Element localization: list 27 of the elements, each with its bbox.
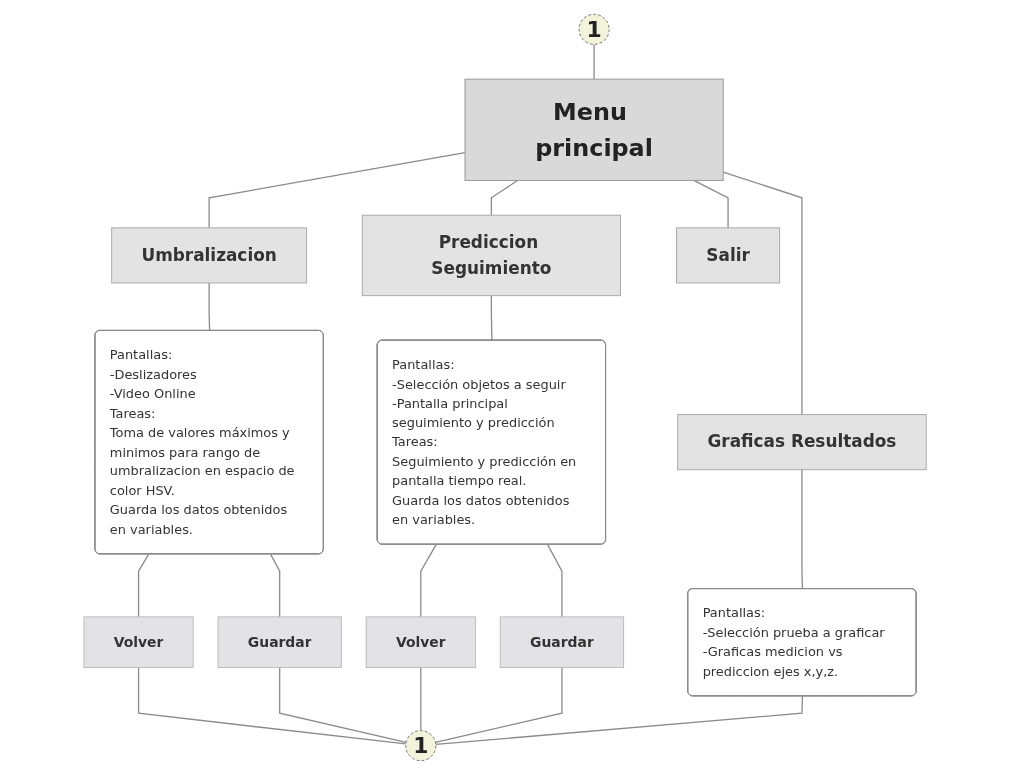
connector <box>208 282 211 332</box>
connector <box>270 553 281 618</box>
node-box: Guardar <box>217 616 343 669</box>
connector <box>547 544 563 618</box>
connector <box>722 171 803 416</box>
connector <box>420 666 422 732</box>
connector <box>208 151 467 229</box>
node-circle: 1 <box>405 730 437 762</box>
connector <box>279 666 408 743</box>
node-box: Umbralizacion <box>111 227 308 284</box>
node-box: Guardar <box>500 616 625 669</box>
connector <box>801 469 804 590</box>
node-circle: 1 <box>578 13 611 45</box>
connector <box>491 179 519 216</box>
connector <box>593 43 596 80</box>
node-box: Salir <box>676 227 781 284</box>
node-box: Volver <box>83 616 195 669</box>
connector <box>138 553 150 618</box>
connector <box>435 695 804 746</box>
connector <box>420 544 438 618</box>
node-box: Volver <box>366 616 477 669</box>
node-box: Graficas Resultados <box>677 414 928 471</box>
node-box: Prediccion Seguimiento <box>362 214 622 297</box>
connector <box>138 666 407 745</box>
connector <box>435 666 563 743</box>
node-box: Menu principal <box>464 78 725 181</box>
connector <box>491 295 493 342</box>
